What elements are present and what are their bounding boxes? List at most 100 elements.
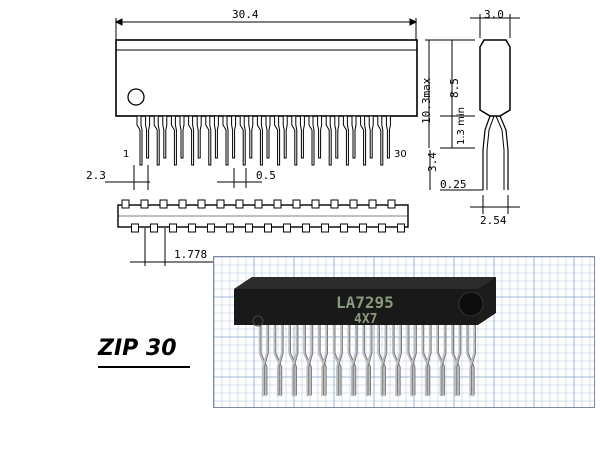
front-pin xyxy=(265,115,271,159)
package-name-underline xyxy=(98,366,190,368)
top-pin xyxy=(283,223,291,233)
front-pin xyxy=(205,115,212,166)
chip-photo: LA7295 4X7 xyxy=(213,256,595,408)
photo-lead xyxy=(465,323,475,397)
top-pin xyxy=(216,199,225,209)
front-pin xyxy=(334,115,340,159)
front-pin xyxy=(385,115,391,159)
top-pin xyxy=(264,223,272,233)
top-pin xyxy=(311,199,320,209)
dim-width-line xyxy=(114,18,418,40)
chip-marking-line2: 4X7 xyxy=(354,312,377,327)
photo-lead xyxy=(317,323,327,397)
photo-lead xyxy=(469,323,476,397)
top-pin xyxy=(397,223,405,233)
dim-side-lines xyxy=(425,14,520,214)
front-pin xyxy=(248,115,254,159)
photo-lead xyxy=(276,323,284,397)
front-pin xyxy=(231,115,237,159)
top-pin xyxy=(254,199,263,209)
front-pin xyxy=(145,115,151,159)
front-pin xyxy=(360,115,367,166)
front-pin xyxy=(239,115,246,166)
dim-pitch-line xyxy=(130,228,220,266)
dim-height-label: 8.5 xyxy=(448,78,461,98)
photo-lead xyxy=(410,323,417,397)
front-pin xyxy=(317,115,323,159)
front-pin xyxy=(342,115,349,166)
top-pin xyxy=(273,199,282,209)
photo-lead xyxy=(362,323,371,397)
front-pin xyxy=(162,115,168,159)
front-pin xyxy=(188,115,195,166)
dim-pitch-label: 1.778 xyxy=(174,248,207,261)
photo-lead xyxy=(436,323,445,397)
front-pin xyxy=(368,115,374,159)
top-pin xyxy=(235,199,244,209)
photo-lead xyxy=(439,323,447,397)
photo-lead xyxy=(365,323,373,397)
photo-lead xyxy=(288,323,297,397)
photo-lead xyxy=(347,323,357,397)
photo-lead xyxy=(377,323,386,397)
front-pin xyxy=(308,115,315,166)
top-pin xyxy=(378,223,386,233)
top-pin xyxy=(349,199,358,209)
ic-body-front-view xyxy=(115,39,418,117)
top-pin xyxy=(330,199,339,209)
top-pin xyxy=(340,223,348,233)
top-pin xyxy=(150,223,158,233)
top-pin xyxy=(159,199,168,209)
photo-lead xyxy=(424,323,432,397)
dim-left-line xyxy=(105,165,262,190)
photo-lead xyxy=(454,323,462,397)
top-pin xyxy=(292,199,301,209)
photo-lead xyxy=(321,323,328,397)
front-pin xyxy=(274,115,281,166)
front-pin xyxy=(256,115,263,166)
photo-lead xyxy=(350,323,358,397)
pin1-marker-circle xyxy=(127,88,145,106)
photo-lead xyxy=(303,323,312,397)
top-pin xyxy=(302,223,310,233)
front-pin xyxy=(222,115,229,166)
photo-lead xyxy=(258,323,268,397)
package-name-label: ZIP 30 xyxy=(98,336,177,361)
top-pin xyxy=(207,223,215,233)
photo-lead xyxy=(332,323,342,397)
front-pin xyxy=(196,115,202,159)
chip-marking-line1: LA7295 xyxy=(336,293,394,312)
photo-lead xyxy=(395,323,402,397)
photo-lead xyxy=(391,323,401,397)
top-pin xyxy=(197,199,206,209)
top-pin xyxy=(321,223,329,233)
front-pin xyxy=(282,115,288,159)
photo-lead xyxy=(421,323,431,397)
front-pin xyxy=(291,115,298,166)
top-pin xyxy=(178,199,187,209)
dim-left-label: 2.3 xyxy=(86,169,106,182)
ic-top-view xyxy=(117,204,409,228)
top-pin xyxy=(387,199,396,209)
photo-lead xyxy=(273,323,283,397)
top-pin xyxy=(245,223,253,233)
photo-lead xyxy=(306,323,314,397)
top-pin xyxy=(121,199,130,209)
top-pin xyxy=(188,223,196,233)
top-view-pins xyxy=(121,199,405,233)
dim-lead-label: 3.4 xyxy=(426,152,439,172)
dim-max-label: 10.3max xyxy=(420,77,433,124)
ic-side-view xyxy=(479,39,511,190)
photo-lead xyxy=(451,323,460,397)
photo-lead xyxy=(336,323,343,397)
top-pin xyxy=(140,199,149,209)
chip-leads xyxy=(258,323,476,397)
top-pin xyxy=(359,223,367,233)
front-pin xyxy=(179,115,185,159)
pin-last-label: 30 xyxy=(394,149,407,160)
dim-min-label: 1.3 min xyxy=(456,107,467,145)
front-pin xyxy=(170,115,177,166)
dim-thickness-label: 3.0 xyxy=(484,8,504,21)
photo-lead xyxy=(406,323,416,397)
front-pin xyxy=(351,115,357,159)
